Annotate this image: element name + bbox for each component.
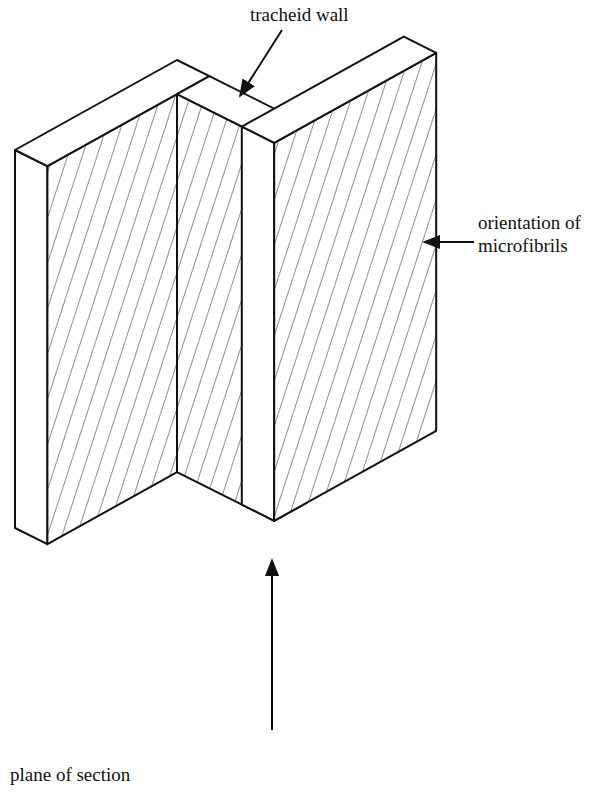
callout-label: tracheid wall <box>250 4 450 27</box>
wall-face <box>242 127 274 521</box>
leader-arrow <box>424 241 474 243</box>
leader-arrow <box>271 560 273 730</box>
wall-face <box>177 94 274 521</box>
wall-block <box>15 37 436 545</box>
wall-face <box>242 37 436 143</box>
wall-face <box>15 150 47 544</box>
leader-arrow <box>240 30 282 96</box>
callout-label: orientation of microfibrils <box>478 212 594 258</box>
callout-label: plane of section <box>10 764 270 787</box>
